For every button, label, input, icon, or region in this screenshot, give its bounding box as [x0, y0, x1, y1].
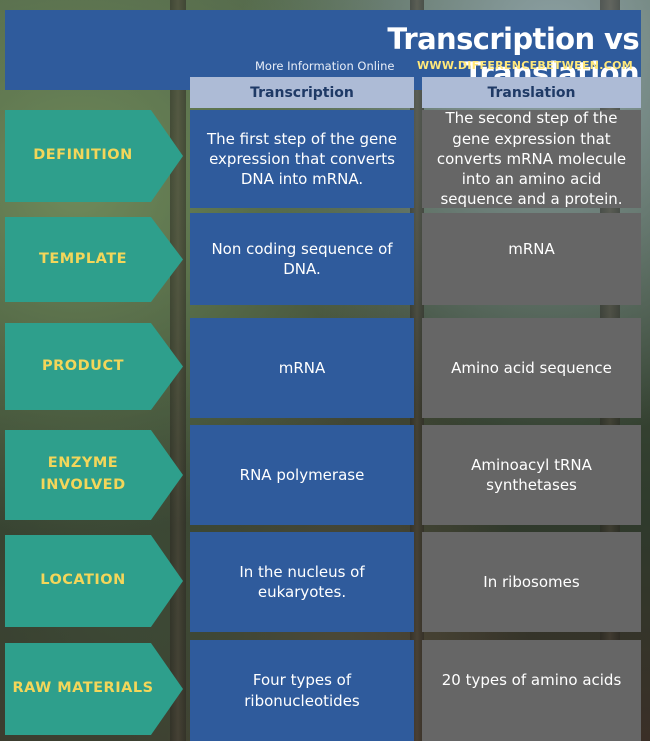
translation-definition-cell: The second step of the gene expression t… [422, 109, 641, 208]
column-header-translation: Translation [422, 77, 641, 108]
row-label-raw-materials: RAW MATERIALS [5, 643, 183, 735]
row-label-product: PRODUCT [5, 323, 183, 410]
translation-product-cell: Amino acid sequence [422, 318, 641, 418]
translation-location-cell: In ribosomes [422, 532, 641, 632]
transcription-enzyme-cell: RNA polymerase [190, 425, 414, 525]
transcription-template-cell: Non coding sequence of DNA. [190, 213, 414, 305]
transcription-definition-cell: The first step of the gene expression th… [190, 110, 414, 208]
translation-raw-materials-cell: 20 types of amino acids [422, 640, 641, 741]
row-label-location: LOCATION [5, 535, 183, 627]
more-info-text: More Information Online [255, 59, 395, 73]
row-label-enzyme-involved: ENZYME INVOLVED [5, 430, 183, 520]
translation-enzyme-cell: Aminoacyl tRNA synthetases [422, 425, 641, 525]
column-header-transcription: Transcription [190, 77, 414, 108]
transcription-raw-materials-cell: Four types of ribonucleotides [190, 640, 414, 741]
row-label-definition: DEFINITION [5, 110, 183, 202]
website-link[interactable]: WWW.DIFFERENCEBETWEEN.COM [417, 59, 634, 72]
row-label-template: TEMPLATE [5, 217, 183, 302]
transcription-product-cell: mRNA [190, 318, 414, 418]
translation-template-cell: mRNA [422, 213, 641, 305]
transcription-location-cell: In the nucleus of eukaryotes. [190, 532, 414, 632]
